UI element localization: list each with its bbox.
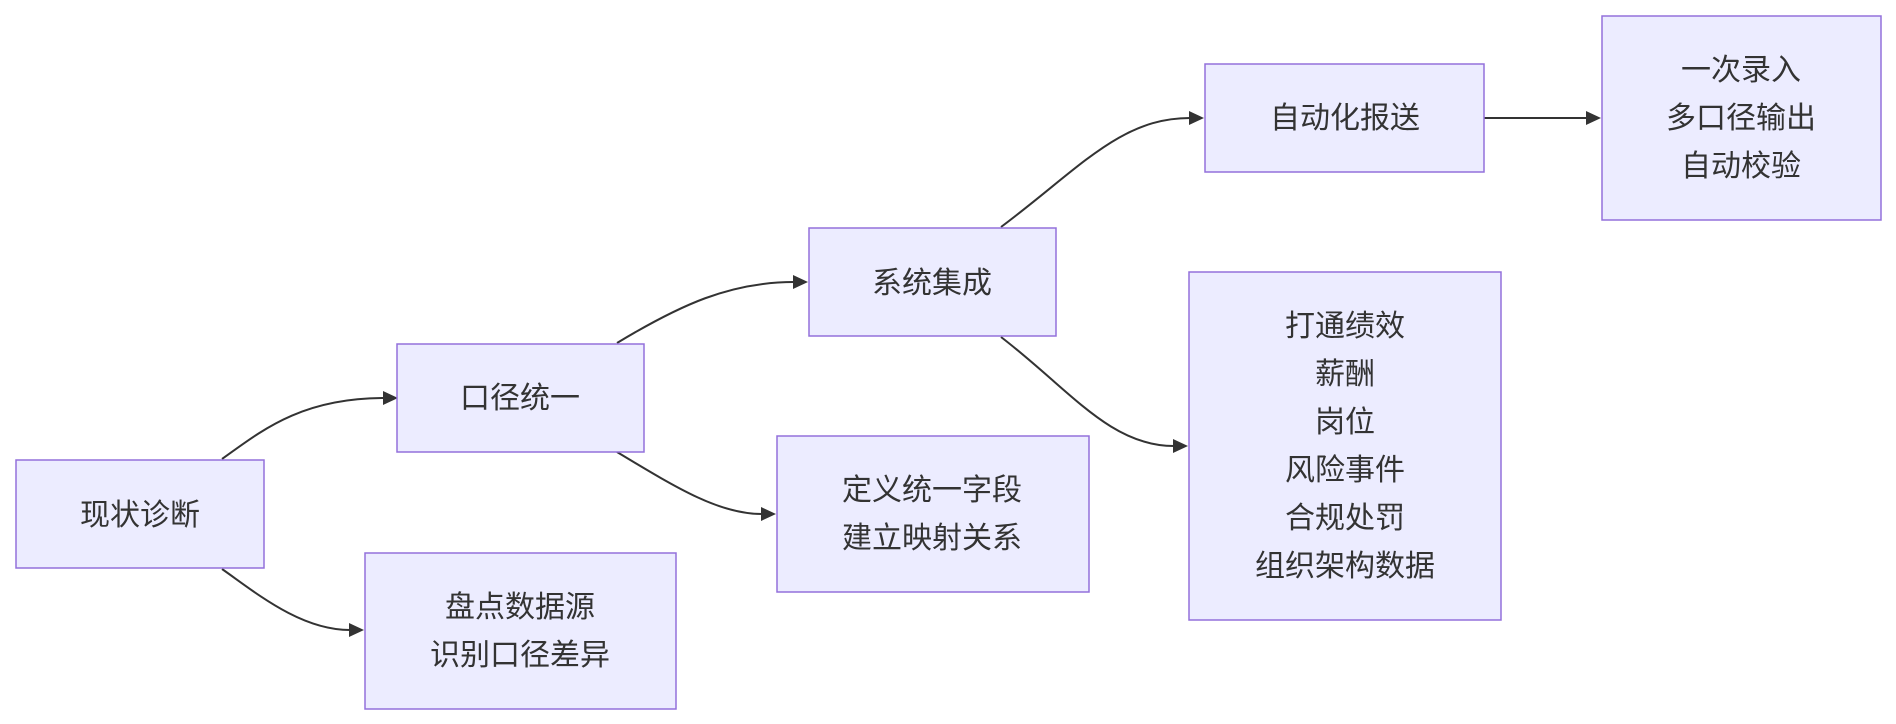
- node-integrate-line: 系统集成: [872, 266, 992, 301]
- arrowhead-diagnosis-to-unify: [383, 391, 398, 405]
- node-connect-line: 薪酬: [1315, 357, 1375, 392]
- node-connect-line: 组织架构数据: [1255, 549, 1435, 584]
- edge-diagnosis-to-unify: [221, 397, 385, 460]
- node-inventory-line: 识别口径差异: [430, 638, 610, 673]
- edges: [221, 111, 1601, 637]
- node-inventory[interactable]: 盘点数据源 识别口径差异: [364, 552, 677, 710]
- arrowhead-unify-to-integrate: [793, 275, 808, 289]
- node-output-line: 多口径输出: [1666, 101, 1816, 136]
- node-define[interactable]: 定义统一字段 建立映射关系: [776, 435, 1090, 593]
- node-connect[interactable]: 打通绩效 薪酬 岗位 风险事件 合规处罚 组织架构数据: [1188, 271, 1502, 621]
- node-output-line: 一次录入: [1681, 53, 1801, 88]
- arrowhead-integrate-to-connect: [1173, 439, 1188, 453]
- node-connect-line: 打通绩效: [1285, 309, 1405, 344]
- node-connect-line: 风险事件: [1285, 453, 1405, 488]
- node-integrate[interactable]: 系统集成: [808, 227, 1057, 337]
- arrowhead-unify-to-define: [761, 507, 776, 521]
- node-diagnosis-line: 现状诊断: [80, 498, 200, 533]
- edge-diagnosis-to-inventory: [221, 568, 351, 631]
- node-output[interactable]: 一次录入 多口径输出 自动校验: [1601, 15, 1882, 221]
- node-connect-line: 岗位: [1315, 405, 1375, 440]
- node-connect-line: 合规处罚: [1285, 501, 1405, 536]
- node-define-line: 建立映射关系: [842, 521, 1022, 556]
- edge-integrate-to-autoreport: [1000, 117, 1191, 228]
- edge-integrate-to-connect: [1000, 336, 1175, 447]
- node-output-line: 自动校验: [1681, 149, 1801, 184]
- node-unify-line: 口径统一: [460, 381, 580, 416]
- node-autoreport-line: 自动化报送: [1270, 101, 1420, 136]
- node-autoreport[interactable]: 自动化报送: [1204, 63, 1485, 173]
- node-inventory-line: 盘点数据源: [445, 590, 595, 625]
- node-diagnosis[interactable]: 现状诊断: [15, 459, 265, 569]
- arrowhead-diagnosis-to-inventory: [349, 623, 364, 637]
- edge-unify-to-define: [616, 451, 763, 515]
- node-define-line: 定义统一字段: [842, 473, 1022, 508]
- edge-unify-to-integrate: [616, 281, 795, 344]
- arrowhead-autoreport-to-output: [1586, 111, 1601, 125]
- node-unify[interactable]: 口径统一: [396, 343, 645, 453]
- arrowhead-integrate-to-autoreport: [1189, 111, 1204, 125]
